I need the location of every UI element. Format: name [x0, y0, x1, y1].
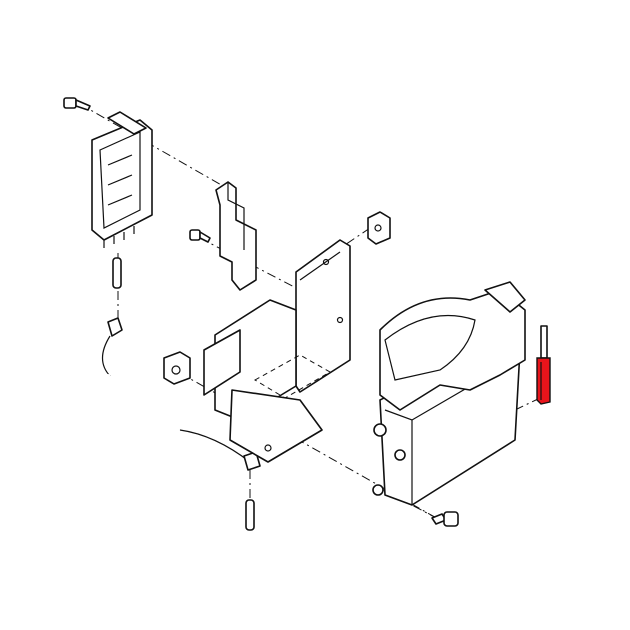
screw-mid-left	[189, 229, 211, 243]
clip-top-right	[367, 211, 391, 245]
main-bracket	[203, 239, 351, 463]
screw-top-left	[63, 97, 91, 111]
screw-bottom-right	[431, 511, 459, 527]
pin-bottom	[245, 499, 255, 531]
connector-board	[91, 111, 153, 248]
housing-unit	[372, 281, 526, 506]
highlighted-part-body	[536, 357, 551, 405]
bracket-small	[215, 181, 257, 291]
clip-left	[163, 351, 191, 385]
pin-left	[112, 257, 122, 289]
highlighted-part	[536, 325, 551, 405]
